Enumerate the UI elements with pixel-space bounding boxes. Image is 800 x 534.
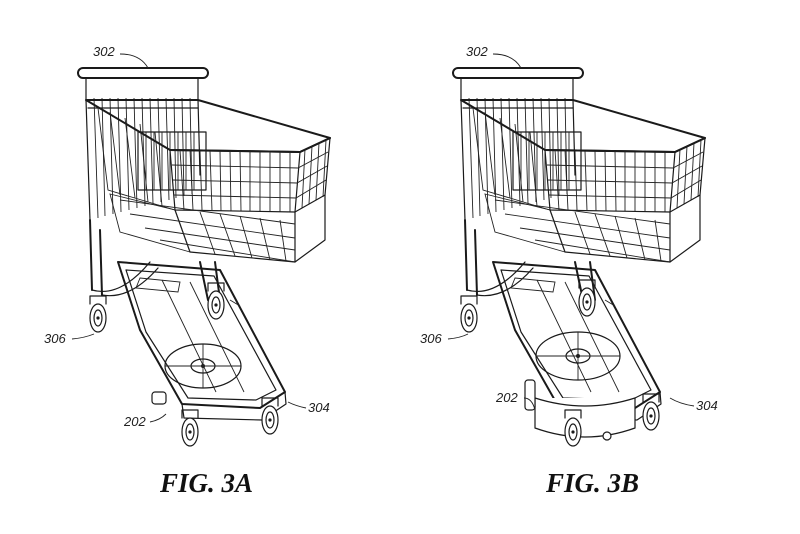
fig-a-label-handle: 302 — [93, 44, 115, 59]
fig-b-label-device: 202 — [495, 390, 518, 405]
fig-b-label-base: 304 — [696, 398, 718, 413]
rear-right-wheel — [642, 393, 660, 431]
figure-caption-3a: FIG. 3A — [159, 468, 253, 498]
fig-a-label-base: 304 — [308, 400, 330, 415]
rear-right-wheel — [261, 397, 279, 435]
figure-caption-3b: FIG. 3B — [545, 468, 639, 498]
front-left-wheel — [460, 295, 478, 333]
front-right-wheel — [207, 282, 225, 320]
fig-b-label-handle: 302 — [466, 44, 488, 59]
fig-a-label-wheel: 306 — [44, 331, 66, 346]
rear-left-wheel — [181, 409, 199, 447]
figure-3b — [452, 67, 706, 447]
shopping-cart-drawing — [452, 67, 706, 421]
fig-a-label-device: 202 — [123, 414, 146, 429]
front-left-wheel — [89, 295, 107, 333]
device-module — [534, 398, 636, 438]
fig-b-label-wheel: 306 — [420, 331, 442, 346]
device-module — [151, 391, 167, 405]
figure-3a — [77, 67, 331, 447]
